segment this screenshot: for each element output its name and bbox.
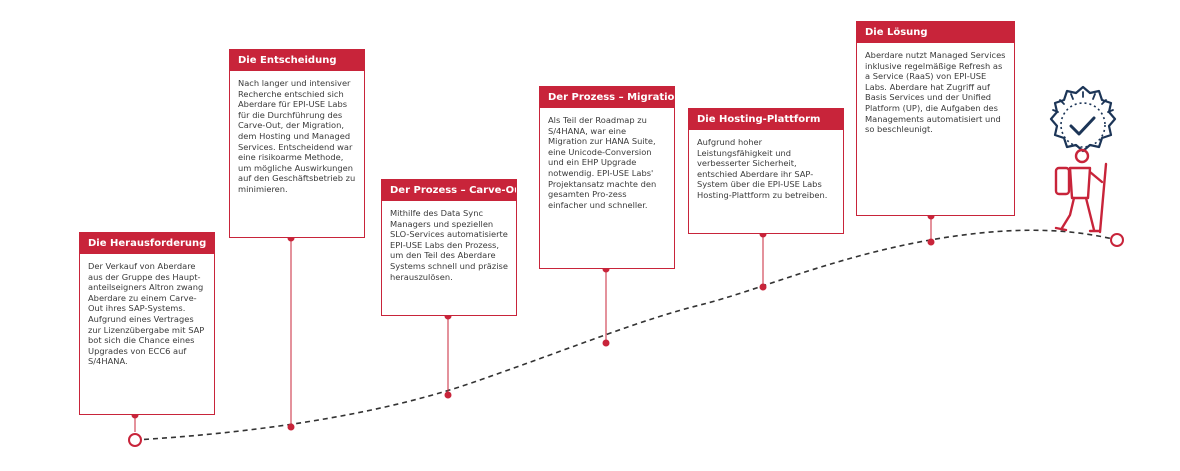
check-badge-inner <box>1060 102 1106 148</box>
step-title: Die Hosting-Plattform <box>689 109 843 130</box>
step-title: Der Prozess – Carve-Out <box>382 180 516 201</box>
end-marker <box>1110 233 1124 247</box>
step-text: Der Verkauf von Aberdare aus der Gruppe … <box>88 261 205 367</box>
dot-2-path <box>287 423 295 431</box>
step-card-hosting: Die Hosting-Plattform Aufgrund hoher Lei… <box>688 108 844 234</box>
dot-5-path <box>759 283 767 291</box>
journey-path <box>134 229 1118 441</box>
step-text: Aberdare nutzt Managed Services inklusiv… <box>865 50 1006 135</box>
step-card-entscheidung: Die Entscheidung Nach langer und intensi… <box>229 49 365 238</box>
step-card-carve-out: Der Prozess – Carve-Out Mithilfe des Dat… <box>381 179 517 316</box>
dot-6-path <box>927 238 935 246</box>
connector-dots <box>131 212 935 431</box>
dot-3-path <box>444 391 452 399</box>
step-text: Aufgrund hoher Leistungsfähigkeit und ve… <box>697 137 828 200</box>
step-card-herausforderung: Die Herausforderung Der Verkauf von Aber… <box>79 232 215 415</box>
step-card-migration: Der Prozess – Migration Als Teil der Roa… <box>539 86 675 269</box>
hiker-with-check-badge-icon <box>1049 85 1117 234</box>
checkmark <box>1069 116 1096 136</box>
step-text: Mithilfe des Data Sync Managers und spez… <box>390 208 508 282</box>
step-text: Als Teil der Roadmap zu S/4HANA, war ein… <box>548 115 657 210</box>
step-title: Die Entscheidung <box>230 50 364 71</box>
badge-rays <box>1052 91 1114 113</box>
hiker-figure <box>1054 148 1108 234</box>
dot-4-path <box>602 339 610 347</box>
step-text: Nach langer und intensiver Recherche ent… <box>238 78 356 194</box>
step-title: Die Herausforderung <box>80 233 214 254</box>
step-title: Der Prozess – Migration <box>540 87 674 108</box>
step-title: Die Lösung <box>857 22 1014 43</box>
connectors <box>134 216 932 432</box>
step-card-loesung: Die Lösung Aberdare nutzt Managed Servic… <box>856 21 1015 216</box>
start-marker <box>128 433 142 447</box>
